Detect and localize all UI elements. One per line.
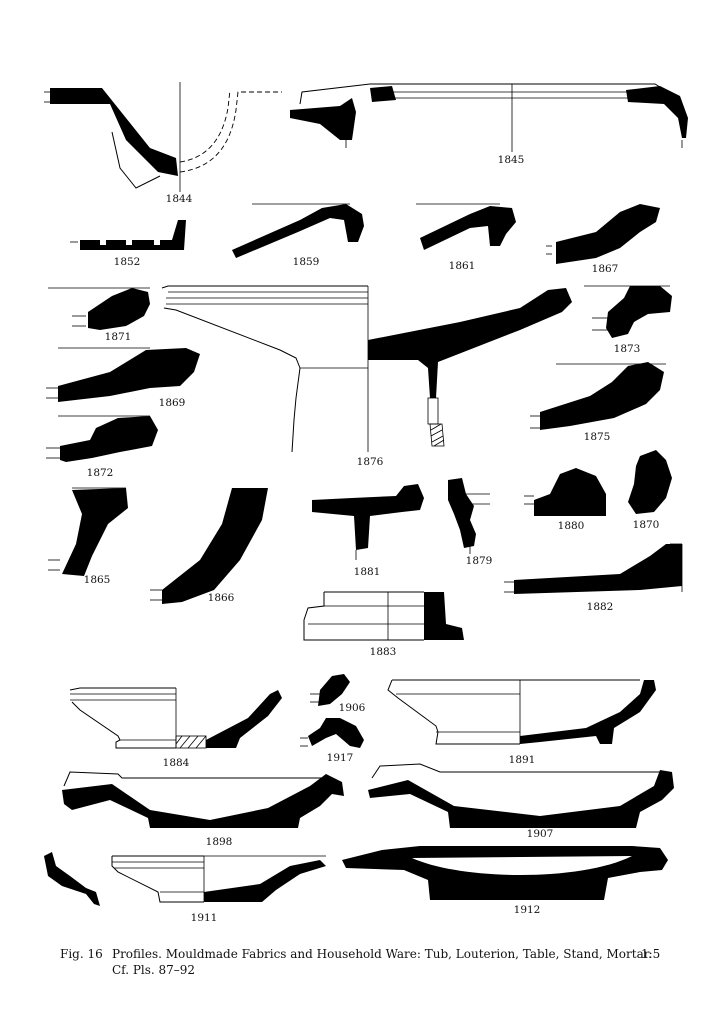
profile-1917 bbox=[300, 718, 364, 748]
profile-1879 bbox=[448, 478, 490, 554]
profile-1881 bbox=[312, 484, 424, 560]
profile-label-1844: 1844 bbox=[165, 193, 193, 205]
profile-1867 bbox=[546, 204, 660, 264]
profile-label-1876: 1876 bbox=[356, 456, 384, 468]
profile-1870 bbox=[628, 450, 672, 514]
profile-label-1870: 1870 bbox=[632, 519, 660, 531]
profile-1880 bbox=[524, 468, 606, 516]
profile-label-1917: 1917 bbox=[326, 752, 354, 764]
profile-label-1879: 1879 bbox=[465, 555, 493, 567]
profile-1882 bbox=[504, 543, 683, 594]
profile-label-1883: 1883 bbox=[369, 646, 397, 658]
profile-1876 bbox=[161, 285, 572, 453]
profile-1875 bbox=[530, 362, 666, 430]
profile-1871 bbox=[48, 287, 150, 330]
profile-1861 bbox=[416, 203, 516, 250]
profile-label-1891: 1891 bbox=[508, 754, 536, 766]
profile-1872 bbox=[46, 415, 158, 462]
profile-label-1869: 1869 bbox=[158, 397, 186, 409]
profile-1912 bbox=[342, 846, 668, 900]
caption-cross-reference: Cf. Pls. 87–92 bbox=[112, 963, 196, 977]
caption-text: Profiles. Mouldmade Fabrics and Househol… bbox=[112, 947, 652, 961]
profile-1907 bbox=[368, 763, 674, 828]
profile-label-1911: 1911 bbox=[190, 912, 218, 924]
profile-1906 bbox=[310, 674, 350, 706]
profile-1845 bbox=[290, 83, 688, 152]
profile-label-1884: 1884 bbox=[162, 757, 190, 769]
profile-label-1872: 1872 bbox=[86, 467, 114, 479]
profile-1865 bbox=[48, 487, 128, 576]
profile-label-1873: 1873 bbox=[613, 343, 641, 355]
profile-1844 bbox=[44, 82, 282, 192]
profile-1869 bbox=[46, 347, 200, 402]
profile-label-1912: 1912 bbox=[513, 904, 541, 916]
profile-label-1871: 1871 bbox=[104, 331, 132, 343]
profile-1866 bbox=[150, 488, 268, 604]
profile-label-1881: 1881 bbox=[353, 566, 381, 578]
profile-1884 bbox=[69, 687, 282, 749]
profile-label-1880: 1880 bbox=[557, 520, 585, 532]
caption-scale: 1:5 bbox=[641, 947, 661, 961]
profile-1891 bbox=[387, 679, 656, 745]
profile-label-1907: 1907 bbox=[526, 828, 554, 840]
profile-label-1865: 1865 bbox=[83, 574, 111, 586]
profile-1873 bbox=[584, 285, 672, 338]
profile-label-1866: 1866 bbox=[207, 592, 235, 604]
profile-label-1845: 1845 bbox=[497, 154, 525, 166]
profile-label-1898: 1898 bbox=[205, 836, 233, 848]
profile-label-1867: 1867 bbox=[591, 263, 619, 275]
profile-label-1906: 1906 bbox=[338, 702, 366, 714]
profile-label-1852: 1852 bbox=[113, 256, 141, 268]
profile-label-1859: 1859 bbox=[292, 256, 320, 268]
profile-1859 bbox=[232, 203, 364, 258]
profile-1898 bbox=[62, 771, 344, 828]
profile-label-1861: 1861 bbox=[448, 260, 476, 272]
profile-label-1875: 1875 bbox=[583, 431, 611, 443]
profile-label-1882: 1882 bbox=[586, 601, 614, 613]
profile-1852 bbox=[70, 220, 186, 250]
profile-1883 bbox=[303, 591, 464, 641]
caption-number: Fig. 16 bbox=[60, 947, 103, 961]
profile-1911 bbox=[44, 852, 326, 906]
